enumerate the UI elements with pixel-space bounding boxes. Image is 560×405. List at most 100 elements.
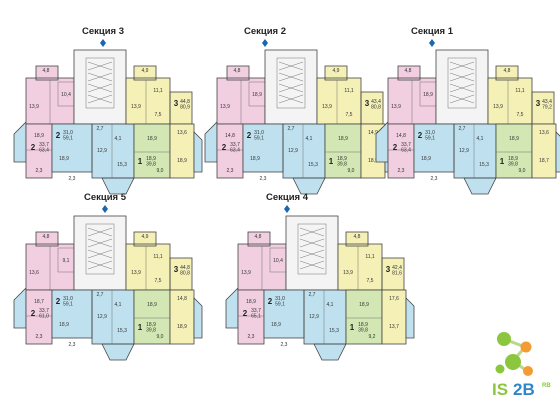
label-rooms: 3 — [365, 99, 370, 108]
label-rooms: 2 — [393, 143, 398, 152]
label-area: 14,8 — [396, 133, 406, 139]
label-area: 4,8 — [405, 68, 412, 74]
label-area: 14,8 — [177, 296, 187, 302]
label-area: 18,7 — [539, 158, 549, 164]
apartment-yellow — [126, 78, 170, 124]
stair-core — [265, 50, 317, 124]
label-area: 13,9 — [391, 104, 401, 110]
label-area: 7,5 — [346, 112, 353, 118]
balcony-left — [226, 288, 238, 328]
label-area: 18,9 — [177, 324, 187, 330]
label-area: 2,7 — [97, 292, 104, 298]
room-yellow-side — [532, 92, 554, 124]
label-area: 2,3 — [227, 168, 234, 174]
label-area: 18,9 — [271, 322, 281, 328]
stair-core — [436, 50, 488, 124]
label-rooms: 2 — [222, 143, 227, 152]
room-yellow-side — [361, 92, 383, 124]
label-area: 12,9 — [288, 148, 298, 154]
label-area: 17,6 — [389, 296, 399, 302]
apartment-yellow — [338, 244, 382, 290]
apartment-green — [346, 290, 382, 344]
label-area: 13,9 — [29, 104, 39, 110]
label-area: 4,8 — [504, 68, 511, 74]
label-rooms: 2 — [31, 143, 36, 152]
label-area: 18,9 — [147, 136, 157, 142]
label-area: 2,3 — [69, 176, 76, 182]
section-marker-icon — [100, 39, 106, 47]
apartment-yellow — [488, 78, 532, 124]
label-area: 9,2 — [369, 334, 376, 340]
label-area: 4,8 — [43, 68, 50, 74]
balcony-left — [14, 288, 26, 328]
apartment-blue-a — [52, 290, 92, 338]
label-area: 2,7 — [459, 126, 466, 132]
label-rooms: 2 — [247, 131, 252, 140]
logo-text-is: IS — [492, 380, 508, 399]
section-marker-icon — [262, 39, 268, 47]
bay-window — [464, 178, 496, 194]
label-rooms: 1 — [138, 323, 143, 332]
label-area: 13,7 — [389, 324, 399, 330]
section-title: Секция 5 — [84, 192, 127, 203]
label-area: 14,8 — [225, 133, 235, 139]
label-area: 4,9 — [142, 234, 149, 240]
label-area: 4,1 — [115, 136, 122, 142]
label-area: 18,9 — [34, 133, 44, 139]
label-area: 13,6 — [177, 130, 187, 136]
label-area: 2,3 — [248, 334, 255, 340]
balcony-left — [376, 122, 388, 162]
label-rooms: 2 — [56, 131, 61, 140]
label-rooms: 3 — [174, 265, 179, 274]
label-area: 7,5 — [517, 112, 524, 118]
label-area: 2,3 — [398, 168, 405, 174]
label-area: 13,9 — [343, 270, 353, 276]
molecule-logo-icon — [495, 332, 533, 376]
label-area: 18,9 — [250, 156, 260, 162]
label-area: 11,1 — [365, 254, 375, 260]
label-area: 2,3 — [36, 334, 43, 340]
label-area: 18,9 — [252, 92, 262, 98]
label-area: 18,9 — [177, 158, 187, 164]
room-pink-top — [36, 66, 58, 80]
apartment-green — [325, 124, 361, 178]
label-rooms: 1 — [329, 157, 334, 166]
label-area: 18,9 — [59, 322, 69, 328]
apartment-blue-a — [243, 124, 283, 172]
room-right — [170, 290, 194, 344]
room-yellow-side — [382, 258, 404, 290]
label-area: 2,3 — [431, 176, 438, 182]
apartment-green — [134, 124, 170, 178]
bay-window — [102, 178, 134, 194]
label-area: 12,9 — [97, 314, 107, 320]
apartment-green — [134, 290, 170, 344]
balcony-left — [14, 122, 26, 162]
label-area: 13,6 — [539, 130, 549, 136]
room-yellow-top — [496, 66, 518, 80]
is2b-logo: IS 2B RB — [492, 332, 551, 399]
apartment-blue-b — [92, 124, 134, 178]
section-title: Секция 2 — [244, 26, 286, 37]
stair-core — [74, 50, 126, 124]
apartment-blue-b — [92, 290, 134, 344]
room-right — [382, 290, 406, 344]
label-rooms: 1 — [350, 323, 355, 332]
room-pink-lower — [26, 290, 52, 344]
label-area: 15,3 — [117, 328, 127, 334]
label-rooms: 1 — [138, 157, 143, 166]
room-pink-top — [36, 232, 58, 246]
bay-window — [293, 178, 325, 194]
label-area: 4,9 — [142, 68, 149, 74]
label-area: 2,7 — [288, 126, 295, 132]
label-area: 7,5 — [155, 278, 162, 284]
